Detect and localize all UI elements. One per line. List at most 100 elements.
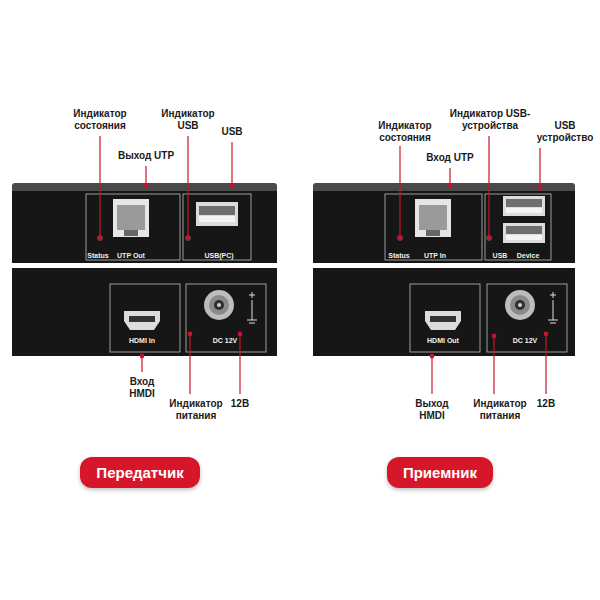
transmitter-back-panel <box>252 300 253 320</box>
port-label: HDMI In <box>129 336 155 345</box>
transmitter-back-panel <box>188 332 192 336</box>
port-label: Status <box>87 251 108 260</box>
receiver-back-panel <box>492 334 496 338</box>
callout-label: Выход UTP <box>111 150 181 162</box>
transmitter-back-panel <box>217 303 221 307</box>
transmitter-front-panel <box>186 236 191 241</box>
device-name: Передатчик <box>96 463 183 482</box>
receiver-front-panel <box>487 236 492 241</box>
transmitter-front-panel <box>199 206 235 215</box>
receiver-back-panel <box>553 300 554 320</box>
receiver-back-panel <box>510 295 530 315</box>
transmitter-back-panel <box>12 268 277 356</box>
transmitter-front-panel <box>117 205 145 230</box>
receiver-front-panel <box>506 226 542 234</box>
transmitter-front-panel <box>124 230 138 236</box>
leader-line <box>98 136 548 394</box>
transmitter-back-panel <box>249 323 255 324</box>
transmitter-back-panel <box>129 316 155 322</box>
transmitter-front-panel <box>183 194 251 260</box>
transmitter-back-panel <box>186 284 266 352</box>
port-label: UTP Out <box>117 251 145 260</box>
leader-line <box>189 334 190 394</box>
transmitter-back-panel <box>247 320 257 321</box>
transmitter-back-panel <box>209 295 229 315</box>
leader-line <box>98 236 102 240</box>
callout-label: USB устройство <box>533 120 597 144</box>
receiver-front-panel <box>419 205 447 230</box>
leader-line <box>186 236 190 240</box>
leader-line <box>230 184 234 188</box>
callout-label: Вход HMDI <box>122 376 162 400</box>
transmitter-back-panel <box>124 311 160 330</box>
leader-line <box>239 334 240 394</box>
device-name: Приемник <box>403 463 477 482</box>
transmitter-front-panel <box>12 183 277 263</box>
callout-label: Вход UTP <box>420 152 480 164</box>
leader-line <box>430 354 434 358</box>
leader-line <box>448 184 452 188</box>
port-label: USB <box>493 251 508 260</box>
receiver-back-panel <box>518 303 522 307</box>
device-name-badge: Передатчик <box>80 457 199 488</box>
receiver-back-panel <box>425 311 461 330</box>
port-label: HDMI Out <box>427 336 459 345</box>
callout-label: USB <box>217 126 247 138</box>
leader-line <box>539 148 540 188</box>
callout-label: Индикатор состояния <box>369 120 441 144</box>
port-label: UTP In <box>424 251 446 260</box>
port-label: DC 12V <box>513 336 538 345</box>
leader-line <box>144 184 148 188</box>
leader-line <box>231 142 232 186</box>
receiver-back-panel <box>553 292 554 298</box>
port-label: Device <box>517 251 540 260</box>
leader-line <box>492 334 496 338</box>
callout-label: Индикатор питания <box>161 398 231 422</box>
receiver-back-panel <box>313 268 575 356</box>
receiver-front-panel <box>485 194 551 260</box>
transmitter-front-panel <box>196 202 238 226</box>
receiver-front-panel <box>503 196 545 216</box>
port-label: USB(PC) <box>204 251 233 260</box>
receiver-back-panel <box>487 284 567 352</box>
leader-line <box>538 186 542 190</box>
callout-label: Индикатор USB-устройства <box>443 108 538 132</box>
port-label: DC 12V <box>213 336 238 345</box>
transmitter-front-panel: Status UTP Out USB(PC) <box>12 183 277 263</box>
transmitter-back-panel <box>252 292 253 298</box>
leader-line <box>449 168 450 186</box>
leader-line <box>238 332 242 336</box>
leader-line <box>545 334 546 394</box>
leader-line <box>187 136 188 238</box>
receiver-front-panel <box>506 199 542 207</box>
leader-line <box>487 236 491 240</box>
receiver-back-panel <box>410 284 480 352</box>
leader-line <box>399 146 400 238</box>
receiver-back-panel: HDMI Out DC 12V <box>313 268 575 356</box>
callout-label: 12В <box>531 398 561 410</box>
receiver-back-panel <box>515 300 525 310</box>
leader-line <box>431 356 432 394</box>
receiver-front-panel <box>398 236 403 241</box>
callout-label: Индикатор состояния <box>64 108 136 132</box>
transmitter-front-panel <box>113 199 149 237</box>
receiver-front-panel <box>313 191 575 263</box>
transmitter-back-panel <box>214 300 224 310</box>
leader-line <box>140 354 144 358</box>
transmitter-front-panel <box>98 236 103 241</box>
callout-label: Выход HMDI <box>407 398 457 422</box>
receiver-front-panel <box>503 223 545 243</box>
receiver-front-panel <box>313 183 575 263</box>
leader-line <box>544 332 548 336</box>
receiver-front-panel <box>415 199 451 237</box>
transmitter-back-panel: HDMI In DC 12V <box>12 268 277 356</box>
leader-line <box>188 332 192 336</box>
receiver-back-panel <box>313 268 575 356</box>
leader-line <box>145 166 146 186</box>
callout-label: 12В <box>225 398 255 410</box>
receiver-back-panel <box>430 316 456 322</box>
callout-label: Индикатор питания <box>465 398 535 422</box>
